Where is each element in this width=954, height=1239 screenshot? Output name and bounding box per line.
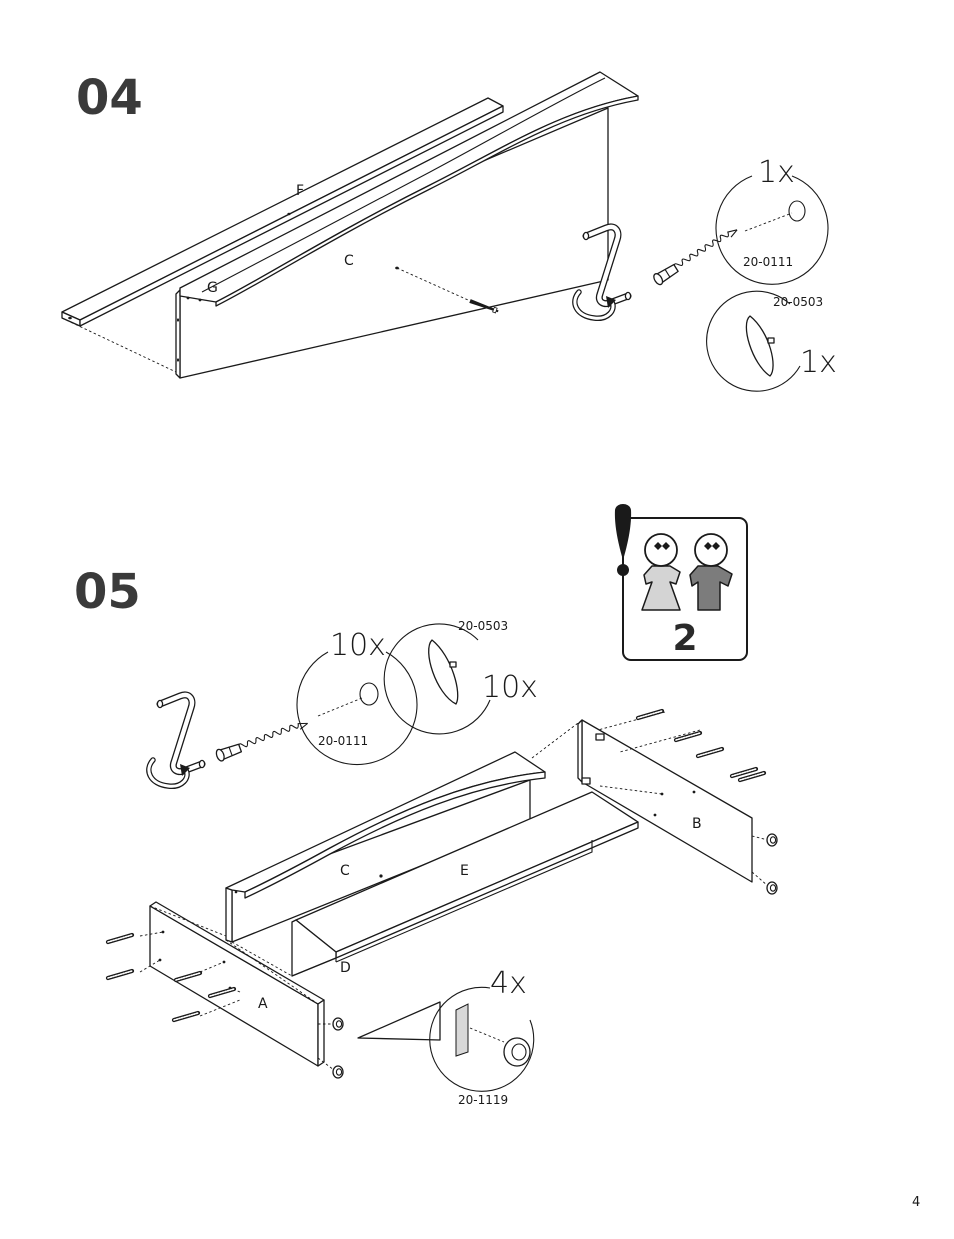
panel-g bbox=[179, 71, 639, 307]
knob-icons-panel-a bbox=[332, 1017, 344, 1079]
panel-a bbox=[149, 901, 325, 1067]
label-g: G bbox=[207, 280, 218, 296]
callout-screw-code-step05: 20-0111 bbox=[318, 734, 368, 748]
label-c-step04: C bbox=[344, 253, 354, 269]
step-number-04: 04 bbox=[76, 70, 143, 126]
callout-cap-step04 bbox=[706, 290, 801, 392]
screw-icon-detail-step05 bbox=[214, 717, 311, 763]
panel-f bbox=[61, 97, 504, 327]
callout-cap-code-step05: 20-0503 bbox=[458, 619, 508, 633]
callout-screw-qty-step05: 10x bbox=[330, 628, 386, 663]
label-c-step05: C bbox=[340, 863, 350, 879]
callout-knob-step05 bbox=[357, 986, 535, 1092]
callout-cap-qty-step04: 1x bbox=[800, 345, 837, 380]
label-e: E bbox=[460, 863, 469, 879]
callout-knob-qty-step05: 4x bbox=[490, 966, 527, 1001]
callout-screw-step05 bbox=[296, 651, 418, 766]
callout-screw-step04 bbox=[715, 175, 829, 285]
crank-tool-icon-step05 bbox=[149, 695, 205, 786]
two-person-badge bbox=[614, 504, 748, 661]
step-number-05: 05 bbox=[74, 564, 141, 620]
panel-c-step05 bbox=[225, 751, 546, 943]
label-f: F bbox=[296, 183, 304, 199]
callout-screw-code-step04: 20-0111 bbox=[743, 255, 793, 269]
callout-screw-qty-step04: 1x bbox=[758, 155, 795, 190]
callout-cap-qty-step05: 10x bbox=[482, 670, 538, 705]
callout-knob-code-step05: 20-1119 bbox=[458, 1093, 508, 1107]
callout-cap-code-step04: 20-0503 bbox=[773, 295, 823, 309]
knob-icons-panel-b bbox=[766, 833, 778, 895]
screw-icon-step04 bbox=[469, 299, 499, 314]
screw-icon-detail-step04 bbox=[651, 224, 741, 287]
panel-d bbox=[291, 919, 337, 977]
callout-cap-step05 bbox=[383, 623, 491, 735]
guide-line-f bbox=[61, 317, 177, 373]
page-number: 4 bbox=[912, 1195, 920, 1210]
label-d: D bbox=[340, 960, 351, 976]
label-a: A bbox=[258, 996, 268, 1012]
panel-b bbox=[577, 719, 753, 883]
label-b: B bbox=[692, 816, 702, 832]
badge-person-count: 2 bbox=[672, 618, 697, 659]
